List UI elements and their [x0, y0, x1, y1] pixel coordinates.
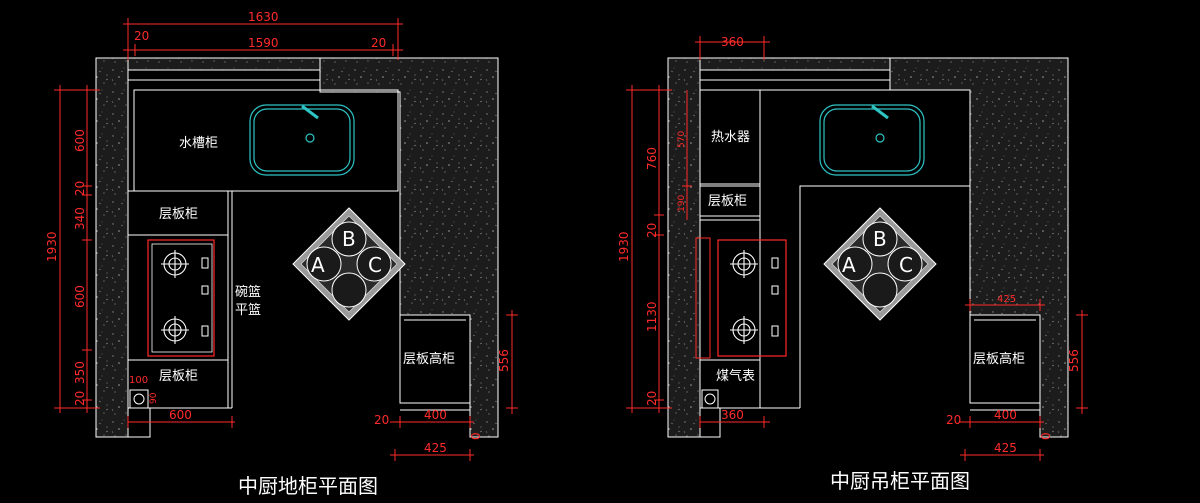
dim-tall-556: 556 — [1067, 349, 1081, 372]
dimension-lines — [54, 18, 518, 461]
shelf-label: 层板柜 — [708, 194, 747, 209]
dim-top-360: 360 — [721, 35, 744, 49]
burner-top — [730, 250, 758, 278]
granite-walls — [95, 57, 499, 438]
island-ABC: B A C — [292, 207, 406, 321]
dim-tall-425-top: 425 — [997, 294, 1016, 305]
dim-left-190: 190 — [677, 195, 687, 212]
shelf-cabinet-top-label: 层板柜 — [159, 207, 198, 222]
zone-b-label: B — [342, 227, 356, 251]
dim-left-20a: 20 — [645, 223, 659, 238]
dim-left-350: 350 — [73, 361, 87, 384]
tall-cabinet-label: 层板高柜 — [973, 351, 1025, 367]
cabinet-outlines — [668, 69, 1041, 438]
dim-bottom-90: 90 — [149, 392, 159, 404]
dim-left-340: 340 — [73, 207, 87, 230]
sink-cabinet-label: 水槽柜 — [179, 136, 218, 151]
dim-left-760: 760 — [645, 147, 659, 170]
dimension-texts: 360 1930 760 570 190 20 1130 20 360 425 … — [617, 35, 1081, 455]
dim-bottom-600: 600 — [169, 408, 192, 422]
heater-label: 热水器 — [711, 130, 750, 145]
cabinet-labels: 热水器 层板柜 煤气表 层板高柜 — [708, 130, 1025, 384]
sink-cabinet-box — [133, 89, 399, 192]
gas-meter-box — [129, 389, 149, 409]
dim-bottom-100: 100 — [129, 375, 148, 386]
dim-top-inner: 1590 — [248, 36, 279, 50]
burner-bottom — [730, 316, 758, 344]
granite-walls — [667, 57, 1069, 438]
sink — [819, 104, 925, 176]
dim-left-total: 1930 — [617, 231, 631, 262]
zone-a-label: A — [311, 253, 325, 277]
sink — [249, 104, 355, 176]
burner-top — [161, 250, 189, 278]
dim-tall-425: 425 — [994, 441, 1017, 455]
dim-top-right-gap: 20 — [371, 36, 386, 50]
zone-c-label: C — [899, 253, 913, 277]
left-wall — [667, 57, 701, 438]
dim-left-600b: 600 — [73, 285, 87, 308]
dim-tall-400: 400 — [424, 408, 447, 422]
dim-left-20b: 20 — [645, 391, 659, 406]
tall-cabinet-label: 层板高柜 — [403, 351, 455, 367]
dim-tall-425: 425 — [424, 441, 447, 455]
dim-tall-0: 0 — [469, 432, 483, 440]
dim-left-total: 1930 — [45, 231, 59, 262]
zone-b-label: B — [873, 227, 887, 251]
dim-tall-0: 0 — [1039, 432, 1053, 440]
island-ABC: B A C — [823, 207, 937, 321]
left-wall — [95, 57, 129, 438]
dim-top-left-gap: 20 — [134, 29, 149, 43]
dim-left-20b: 20 — [73, 391, 87, 406]
shelf-cabinet-bottom-label: 层板柜 — [159, 369, 198, 384]
cabinet-outlines — [96, 69, 471, 438]
dim-left-600: 600 — [73, 129, 87, 152]
basket-label-line1: 碗篮 — [235, 284, 261, 300]
dim-tall-20: 20 — [374, 413, 389, 427]
dim-tall-556: 556 — [497, 349, 511, 372]
floor-plan-caption: 中厨地柜平面图 — [238, 474, 378, 498]
dim-bottom-360: 360 — [721, 408, 744, 422]
dim-tall-20: 20 — [946, 413, 961, 427]
basket-label-line2: 平篮 — [235, 303, 261, 318]
zone-a-label: A — [842, 253, 856, 277]
gas-meter-label: 煤气表 — [716, 368, 755, 384]
cabinet-labels: 水槽柜 层板柜 碗篮 平篮 层板柜 层板高柜 — [159, 136, 455, 384]
dim-top-total: 1630 — [248, 10, 279, 24]
dim-left-1130: 1130 — [645, 301, 659, 332]
top-wall — [699, 57, 891, 71]
dim-left-20a: 20 — [73, 181, 87, 196]
top-wall — [127, 57, 321, 71]
dimension-lines — [626, 36, 1088, 461]
burner-bottom — [161, 316, 189, 344]
dim-tall-400: 400 — [994, 408, 1017, 422]
floor-cabinet-plan: 水槽柜 层板柜 碗篮 平篮 层板柜 层板高柜 B A C — [45, 10, 518, 498]
stove — [717, 239, 787, 357]
zone-c-label: C — [368, 253, 382, 277]
wall-cabinet-plan: 热水器 层板柜 煤气表 层板高柜 B A C — [617, 35, 1088, 493]
stove — [147, 239, 215, 357]
dimension-texts: 1630 20 1590 20 1930 600 20 340 600 350 … — [45, 10, 511, 455]
wall-plan-caption: 中厨吊柜平面图 — [830, 469, 970, 493]
dim-left-570: 570 — [677, 131, 687, 148]
